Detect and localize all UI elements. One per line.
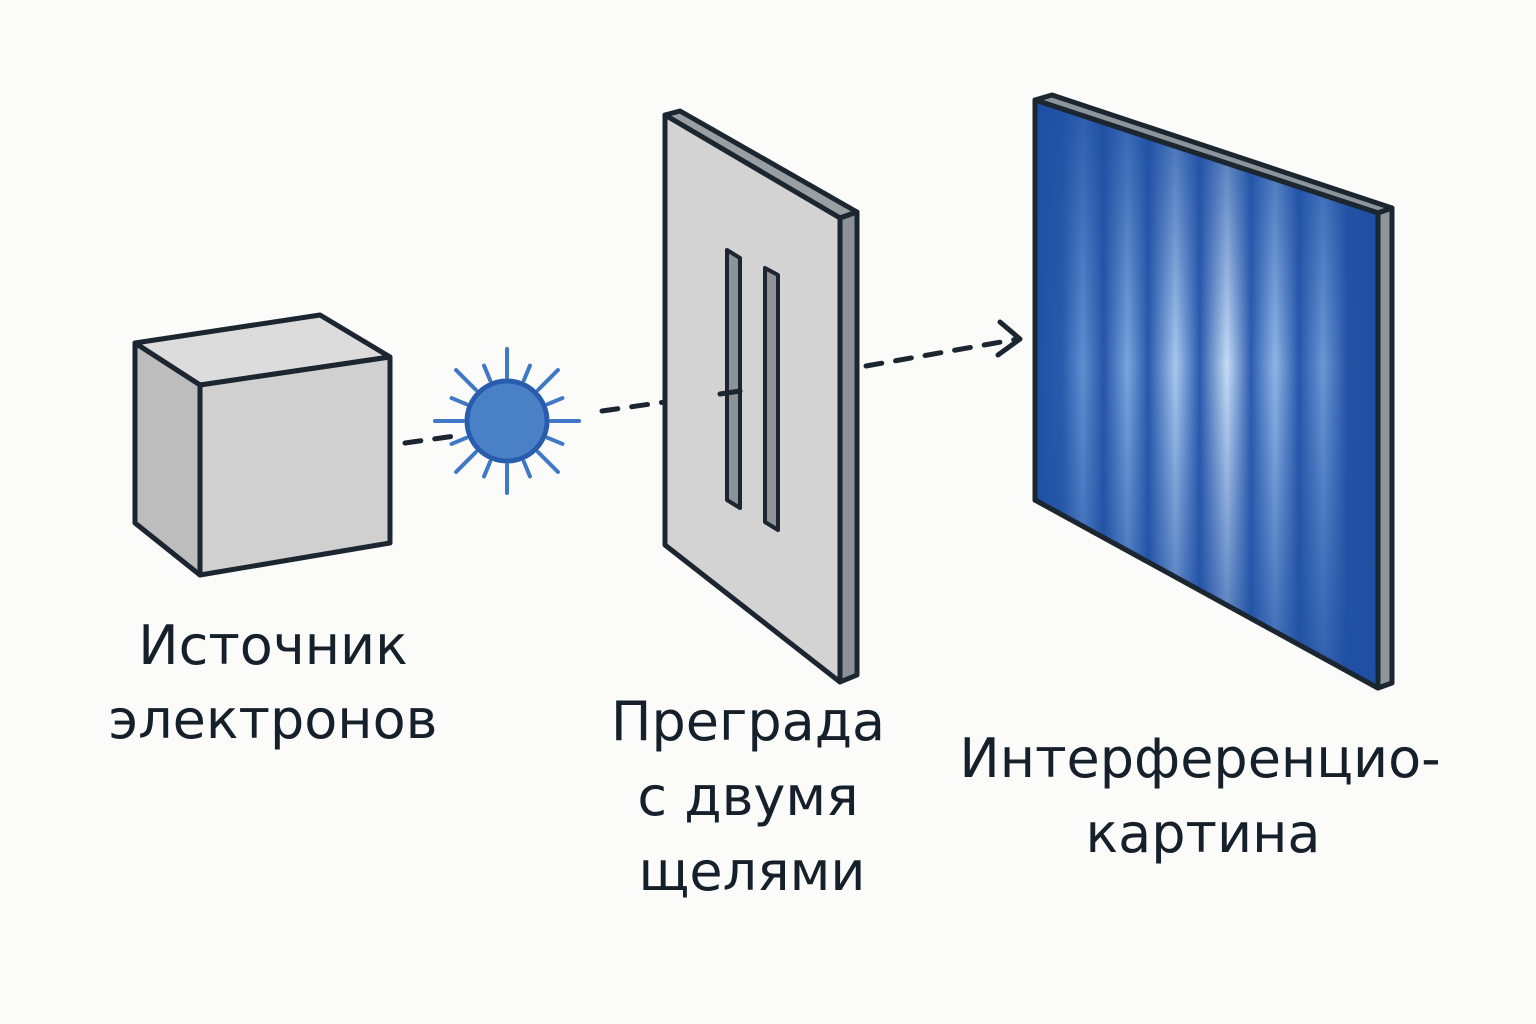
- cube-side-face: [132, 340, 203, 578]
- electron-icon: [433, 347, 581, 495]
- electron-ray: [545, 396, 565, 407]
- electron-ray: [521, 363, 532, 383]
- slit-left: [725, 248, 742, 510]
- barrier-label-line2: с двумя: [637, 765, 858, 828]
- cube-front-face: [197, 354, 393, 578]
- electron-ray: [482, 363, 493, 383]
- barrier-label-line1: Преграда: [611, 690, 885, 753]
- barrier-side-edge: [837, 209, 860, 685]
- interference-screen: [1032, 92, 1395, 691]
- source-label-line2: электронов: [109, 688, 438, 751]
- beam-entry: [717, 388, 743, 397]
- electron-ray: [545, 435, 565, 446]
- barrier-label-line3: щелями: [639, 840, 866, 903]
- electron-ray: [454, 450, 478, 474]
- source-label-line1: Источник: [138, 614, 408, 677]
- screen-label-line2: картина: [1086, 802, 1321, 865]
- screen-label-line1: Интерференцио-: [959, 727, 1440, 790]
- double-slit-barrier: [662, 108, 860, 685]
- electron-ray: [536, 450, 560, 474]
- electron-source-cube: [132, 312, 393, 578]
- electron-ray: [449, 435, 469, 446]
- electron-ray: [454, 368, 478, 392]
- electron-ray: [482, 459, 493, 479]
- electron-ray: [521, 459, 532, 479]
- barrier-front-face: [662, 112, 843, 685]
- electron-ray: [536, 368, 560, 392]
- arrow-head-icon: [995, 319, 1023, 358]
- slit-right: [763, 266, 780, 532]
- electron-ray: [449, 396, 469, 407]
